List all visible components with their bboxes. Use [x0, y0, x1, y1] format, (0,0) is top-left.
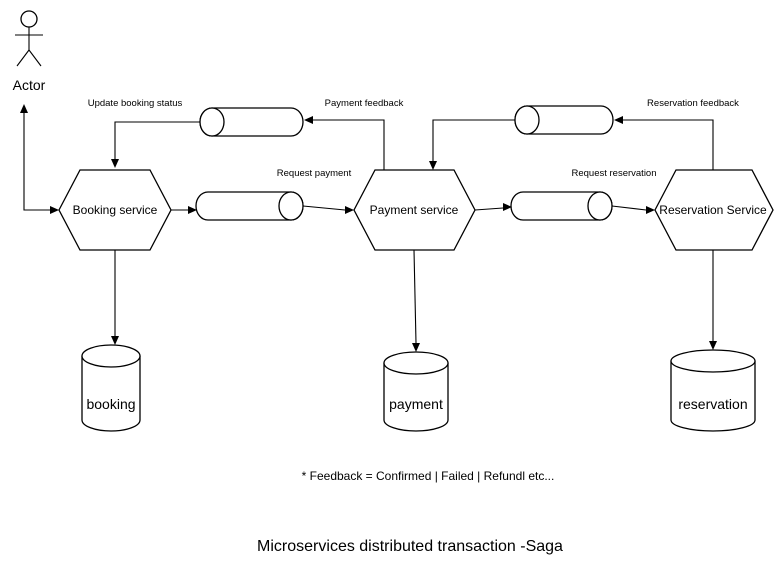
- request-reservation-label: Request reservation: [571, 168, 656, 179]
- actor-label: Actor: [13, 77, 46, 93]
- booking-db-body: [81, 356, 141, 432]
- actor: Actor: [13, 10, 46, 93]
- booking-service-label: Booking service: [73, 203, 158, 217]
- reservation-service-label: Reservation Service: [659, 203, 767, 217]
- request-payment-queue: [195, 191, 304, 221]
- payment-db: payment: [383, 351, 449, 432]
- request-payment-queue-cap: [278, 191, 304, 221]
- reservation-db-label: reservation: [678, 396, 747, 412]
- update-booking-status-label: Update booking status: [88, 98, 183, 109]
- arrow-into-booking-service: [111, 159, 119, 168]
- arrow-into-reservation-service: [646, 206, 655, 214]
- reservation-db: reservation: [670, 349, 756, 432]
- reservation-service: Reservation Service: [654, 169, 774, 251]
- arrow-into-payment-service-top: [429, 161, 437, 170]
- reservation-db-body: [670, 361, 756, 432]
- payment-feedback-edge: [312, 119, 385, 170]
- arrow-into-reservation-feedback-queue: [614, 116, 623, 124]
- arrow-into-payment-db: [412, 343, 420, 352]
- booking-db-top: [81, 344, 141, 368]
- payment-service-label: Payment service: [370, 203, 459, 217]
- payment-db-edge: [413, 249, 417, 344]
- actor-right-leg: [28, 49, 42, 67]
- payment-feedback-label: Payment feedback: [325, 98, 404, 109]
- payment-db-body: [383, 363, 449, 432]
- reservation-service-hexagon: [654, 169, 774, 251]
- arrow-to-actor: [20, 104, 28, 113]
- actor-booking-connector: [23, 112, 51, 211]
- arrow-into-booking-db: [111, 336, 119, 345]
- payment-db-top: [383, 351, 449, 375]
- reservation-feedback-queue-cap: [514, 105, 540, 135]
- booking-db: booking: [81, 344, 141, 432]
- actor-left-leg: [16, 49, 30, 67]
- queue-to-reservation-edge: [611, 205, 647, 211]
- diagram-title: Microservices distributed transaction -S…: [257, 538, 563, 555]
- request-reservation-queue-cap: [587, 191, 613, 221]
- queue-to-payment-edge: [302, 205, 346, 211]
- reservation-db-top: [670, 349, 756, 373]
- arrow-into-request-reservation-queue: [503, 203, 512, 211]
- feedback-note: * Feedback = Confirmed | Failed | Refund…: [302, 469, 555, 483]
- update-booking-status-edge: [114, 121, 200, 159]
- arrow-into-request-payment-queue: [188, 206, 197, 214]
- request-payment-label: Request payment: [277, 168, 352, 179]
- payment-feedback-queue-cap: [199, 107, 225, 137]
- actor-head: [20, 10, 38, 28]
- arrow-into-payment-feedback-queue: [304, 116, 313, 124]
- payment-db-label: payment: [389, 396, 443, 412]
- arrow-into-reservation-db: [709, 341, 717, 350]
- reservation-feedback-queue: [514, 105, 614, 135]
- payment-service: Payment service: [353, 169, 476, 251]
- booking-db-label: booking: [86, 396, 135, 412]
- payment-feedback-queue: [199, 107, 304, 137]
- arrow-to-booking: [50, 206, 59, 214]
- reservation-feedback-edge: [622, 119, 714, 170]
- payment-to-queue-edge: [474, 207, 504, 211]
- booking-service: Booking service: [58, 169, 172, 251]
- reservation-feedback-label: Reservation feedback: [647, 98, 739, 109]
- payment-status-update-edge: [432, 119, 515, 161]
- request-reservation-queue: [510, 191, 613, 221]
- arrow-into-payment-service: [345, 206, 354, 214]
